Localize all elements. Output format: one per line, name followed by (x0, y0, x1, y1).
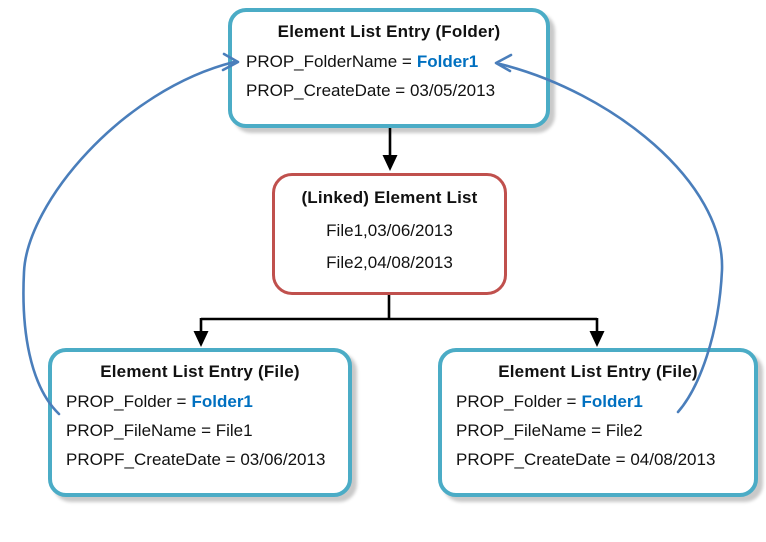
list-item-file2: File2,04/08/2013 (326, 253, 453, 272)
node-linked-element-list: (Linked) Element List File1,03/06/2013 F… (272, 173, 507, 295)
file2-prop-folder-label: PROP_Folder = (456, 392, 577, 411)
file2-prop-folder-row: PROP_Folder =Folder1 (456, 391, 748, 412)
arrowhead-to-file1 (193, 331, 209, 347)
node-folder-entry: Element List Entry (Folder) PROP_FolderN… (228, 8, 550, 128)
file1-propf-createdate-row: PROPF_CreateDate = 03/06/2013 (66, 449, 342, 470)
prop-foldername-label: PROP_FolderName = (246, 52, 412, 71)
file1-prop-filename-label: PROP_FileName = File1 (66, 421, 253, 440)
node-file2-title: Element List Entry (File) (498, 362, 698, 381)
node-folder-entry-title: Element List Entry (Folder) (277, 22, 501, 41)
file2-prop-folder-value: Folder1 (581, 392, 643, 411)
file1-prop-filename-row: PROP_FileName = File1 (66, 420, 342, 441)
node-file1-title: Element List Entry (File) (100, 362, 300, 381)
file1-prop-folder-label: PROP_Folder = (66, 392, 187, 411)
prop-foldername-value: Folder1 (416, 52, 479, 71)
prop-createdate-row: PROP_CreateDate = 03/05/2013 (246, 80, 540, 101)
file2-propf-createdate-label: PROPF_CreateDate = 04/08/2013 (456, 450, 716, 469)
node-linked-list-title: (Linked) Element List (301, 188, 478, 207)
arrow-folder-to-list (382, 128, 398, 171)
file1-prop-folder-value: Folder1 (191, 392, 253, 411)
file2-propf-createdate-row: PROPF_CreateDate = 04/08/2013 (456, 449, 748, 470)
file1-prop-folder-row: PROP_Folder =Folder1 (66, 391, 342, 412)
file2-prop-filename-label: PROP_FileName = File2 (456, 421, 643, 440)
connector-list-to-files (193, 295, 605, 347)
node-file-entry-1: Element List Entry (File) PROP_Folder =F… (48, 348, 352, 497)
node-file-entry-2: Element List Entry (File) PROP_Folder =F… (438, 348, 758, 497)
file1-propf-createdate-label: PROPF_CreateDate = 03/06/2013 (66, 450, 326, 469)
arrowhead-to-file2 (589, 331, 605, 347)
file2-prop-filename-row: PROP_FileName = File2 (456, 420, 748, 441)
prop-foldername-row: PROP_FolderName =Folder1 (246, 51, 540, 72)
list-item-file1: File1,03/06/2013 (326, 221, 453, 240)
prop-createdate-label: PROP_CreateDate = 03/05/2013 (246, 81, 496, 100)
